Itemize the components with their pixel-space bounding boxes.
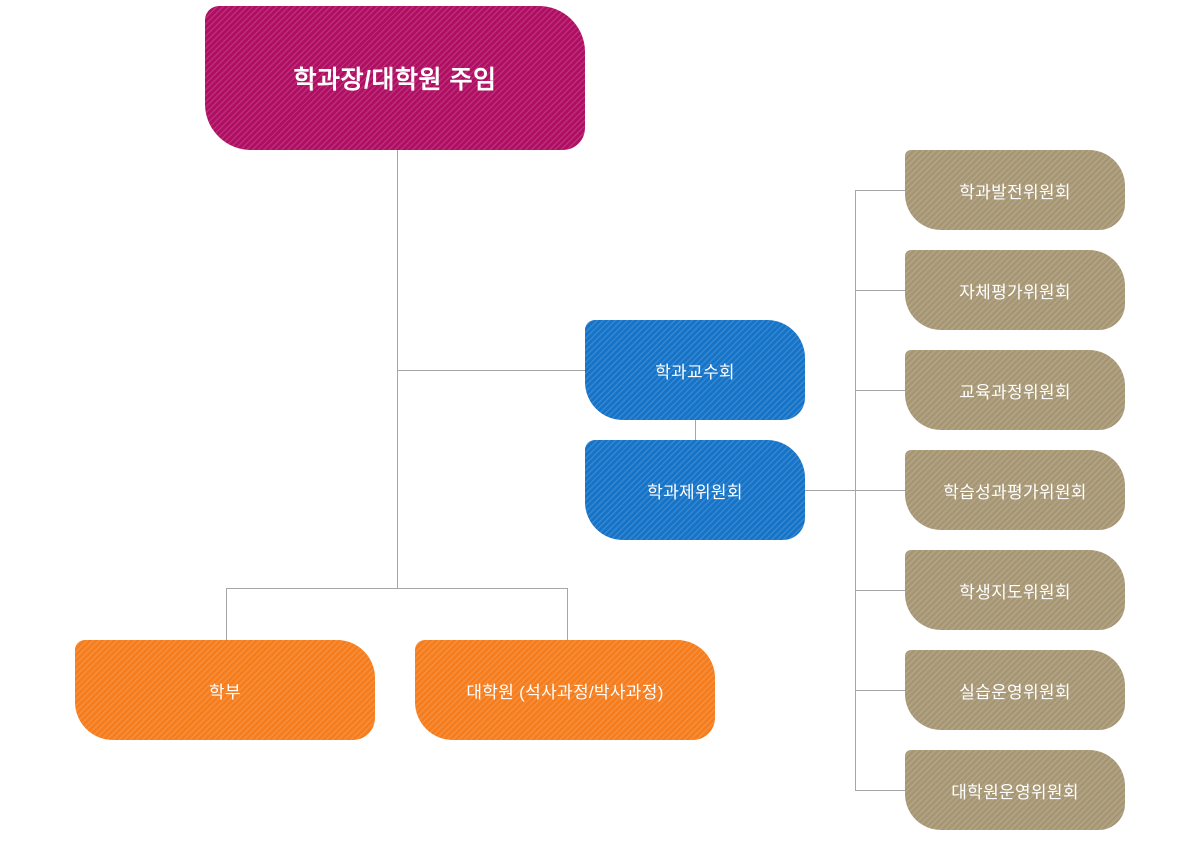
connector-trunk-vertical xyxy=(397,150,398,588)
node-dept-committee-board: 학과제위원회 xyxy=(585,440,805,540)
node-committee-label: 학생지도위원회 xyxy=(959,582,1071,602)
connector-root-to-faculty-council xyxy=(397,370,585,371)
connector-drop-undergraduate xyxy=(226,588,227,640)
node-committee-label: 학습성과평가위원회 xyxy=(943,482,1087,502)
node-faculty-council: 학과교수회 xyxy=(585,320,805,420)
node-committee-self-evaluation: 자체평가위원회 xyxy=(905,250,1125,330)
connector-stub-committee-4 xyxy=(855,590,905,591)
connector-bottom-branch xyxy=(226,588,567,589)
node-committee-curriculum: 교육과정위원회 xyxy=(905,350,1125,430)
connector-stub-committee-6 xyxy=(855,790,905,791)
connector-council-to-board xyxy=(695,420,696,440)
node-committee-development: 학과발전위원회 xyxy=(905,150,1125,230)
connector-stub-committee-2 xyxy=(855,390,905,391)
node-committee-label: 학과발전위원회 xyxy=(959,182,1071,202)
node-department-head: 학과장/대학원 주임 xyxy=(205,6,585,150)
connector-stub-committee-5 xyxy=(855,690,905,691)
connector-stub-committee-3 xyxy=(855,490,905,491)
node-committee-label: 대학원운영위원회 xyxy=(951,782,1079,802)
node-committee-label: 교육과정위원회 xyxy=(959,382,1071,402)
node-committee-learning-outcomes: 학습성과평가위원회 xyxy=(905,450,1125,530)
node-graduate: 대학원 (석사과정/박사과정) xyxy=(415,640,715,740)
node-undergraduate: 학부 xyxy=(75,640,375,740)
node-committee-practice-operation: 실습운영위원회 xyxy=(905,650,1125,730)
node-dept-committee-board-label: 학과제위원회 xyxy=(647,482,743,502)
node-committee-label: 자체평가위원회 xyxy=(959,282,1071,302)
node-graduate-label: 대학원 (석사과정/박사과정) xyxy=(466,682,664,702)
node-department-head-label: 학과장/대학원 주임 xyxy=(293,66,497,94)
node-committee-student-guidance: 학생지도위원회 xyxy=(905,550,1125,630)
connector-board-to-spine xyxy=(805,490,855,491)
connector-stub-committee-0 xyxy=(855,190,905,191)
connector-drop-graduate xyxy=(567,588,568,640)
node-faculty-council-label: 학과교수회 xyxy=(655,362,735,382)
connector-stub-committee-1 xyxy=(855,290,905,291)
node-committee-graduate-operation: 대학원운영위원회 xyxy=(905,750,1125,830)
node-undergraduate-label: 학부 xyxy=(209,682,241,702)
node-committee-label: 실습운영위원회 xyxy=(959,682,1071,702)
